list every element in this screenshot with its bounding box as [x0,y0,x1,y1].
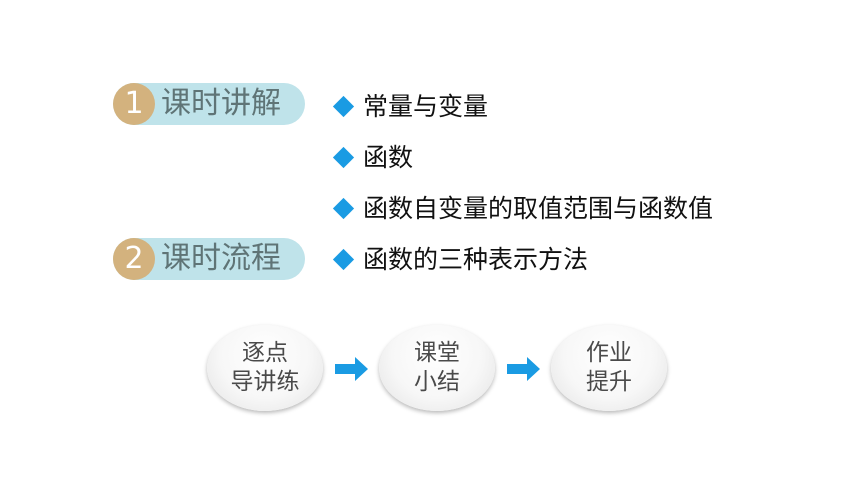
flow-node-line: 作业 [586,340,632,366]
section-number-badge: 2 [113,238,155,280]
flow-node-line: 提升 [586,369,632,395]
section-heading-lecture: 1 课时讲解 [113,83,305,125]
topic-text: 函数 [363,143,414,172]
flow-node-line: 导讲练 [230,369,300,395]
topic-item: 函数自变量的取值范围与函数值 [331,192,713,226]
section-heading-process: 2 课时流程 [113,238,305,280]
arrow-right-icon [507,357,540,381]
flow-node-lecture-practice[interactable]: 逐点 导讲练 [207,325,323,411]
flow-node-line: 小结 [414,369,460,395]
diamond-bullet-icon [332,95,355,118]
section-number-badge: 1 [113,83,155,125]
topic-text: 函数的三种表示方法 [363,245,589,274]
topic-item: 函数的三种表示方法 [331,243,588,277]
section-label: 课时讲解 [161,86,281,121]
topic-item: 常量与变量 [331,90,488,124]
topic-item: 函数 [331,141,413,175]
flow-node-line: 逐点 [242,340,288,366]
flow-node-summary[interactable]: 课堂 小结 [379,325,495,411]
flow-node-homework[interactable]: 作业 提升 [551,325,667,411]
arrow-right-icon [335,357,368,381]
flow-node-line: 课堂 [414,340,460,366]
diamond-bullet-icon [332,197,355,220]
topic-text: 常量与变量 [363,92,489,121]
diamond-bullet-icon [332,146,355,169]
topic-text: 函数自变量的取值范围与函数值 [363,194,714,223]
diamond-bullet-icon [332,248,355,271]
section-label: 课时流程 [161,241,281,276]
